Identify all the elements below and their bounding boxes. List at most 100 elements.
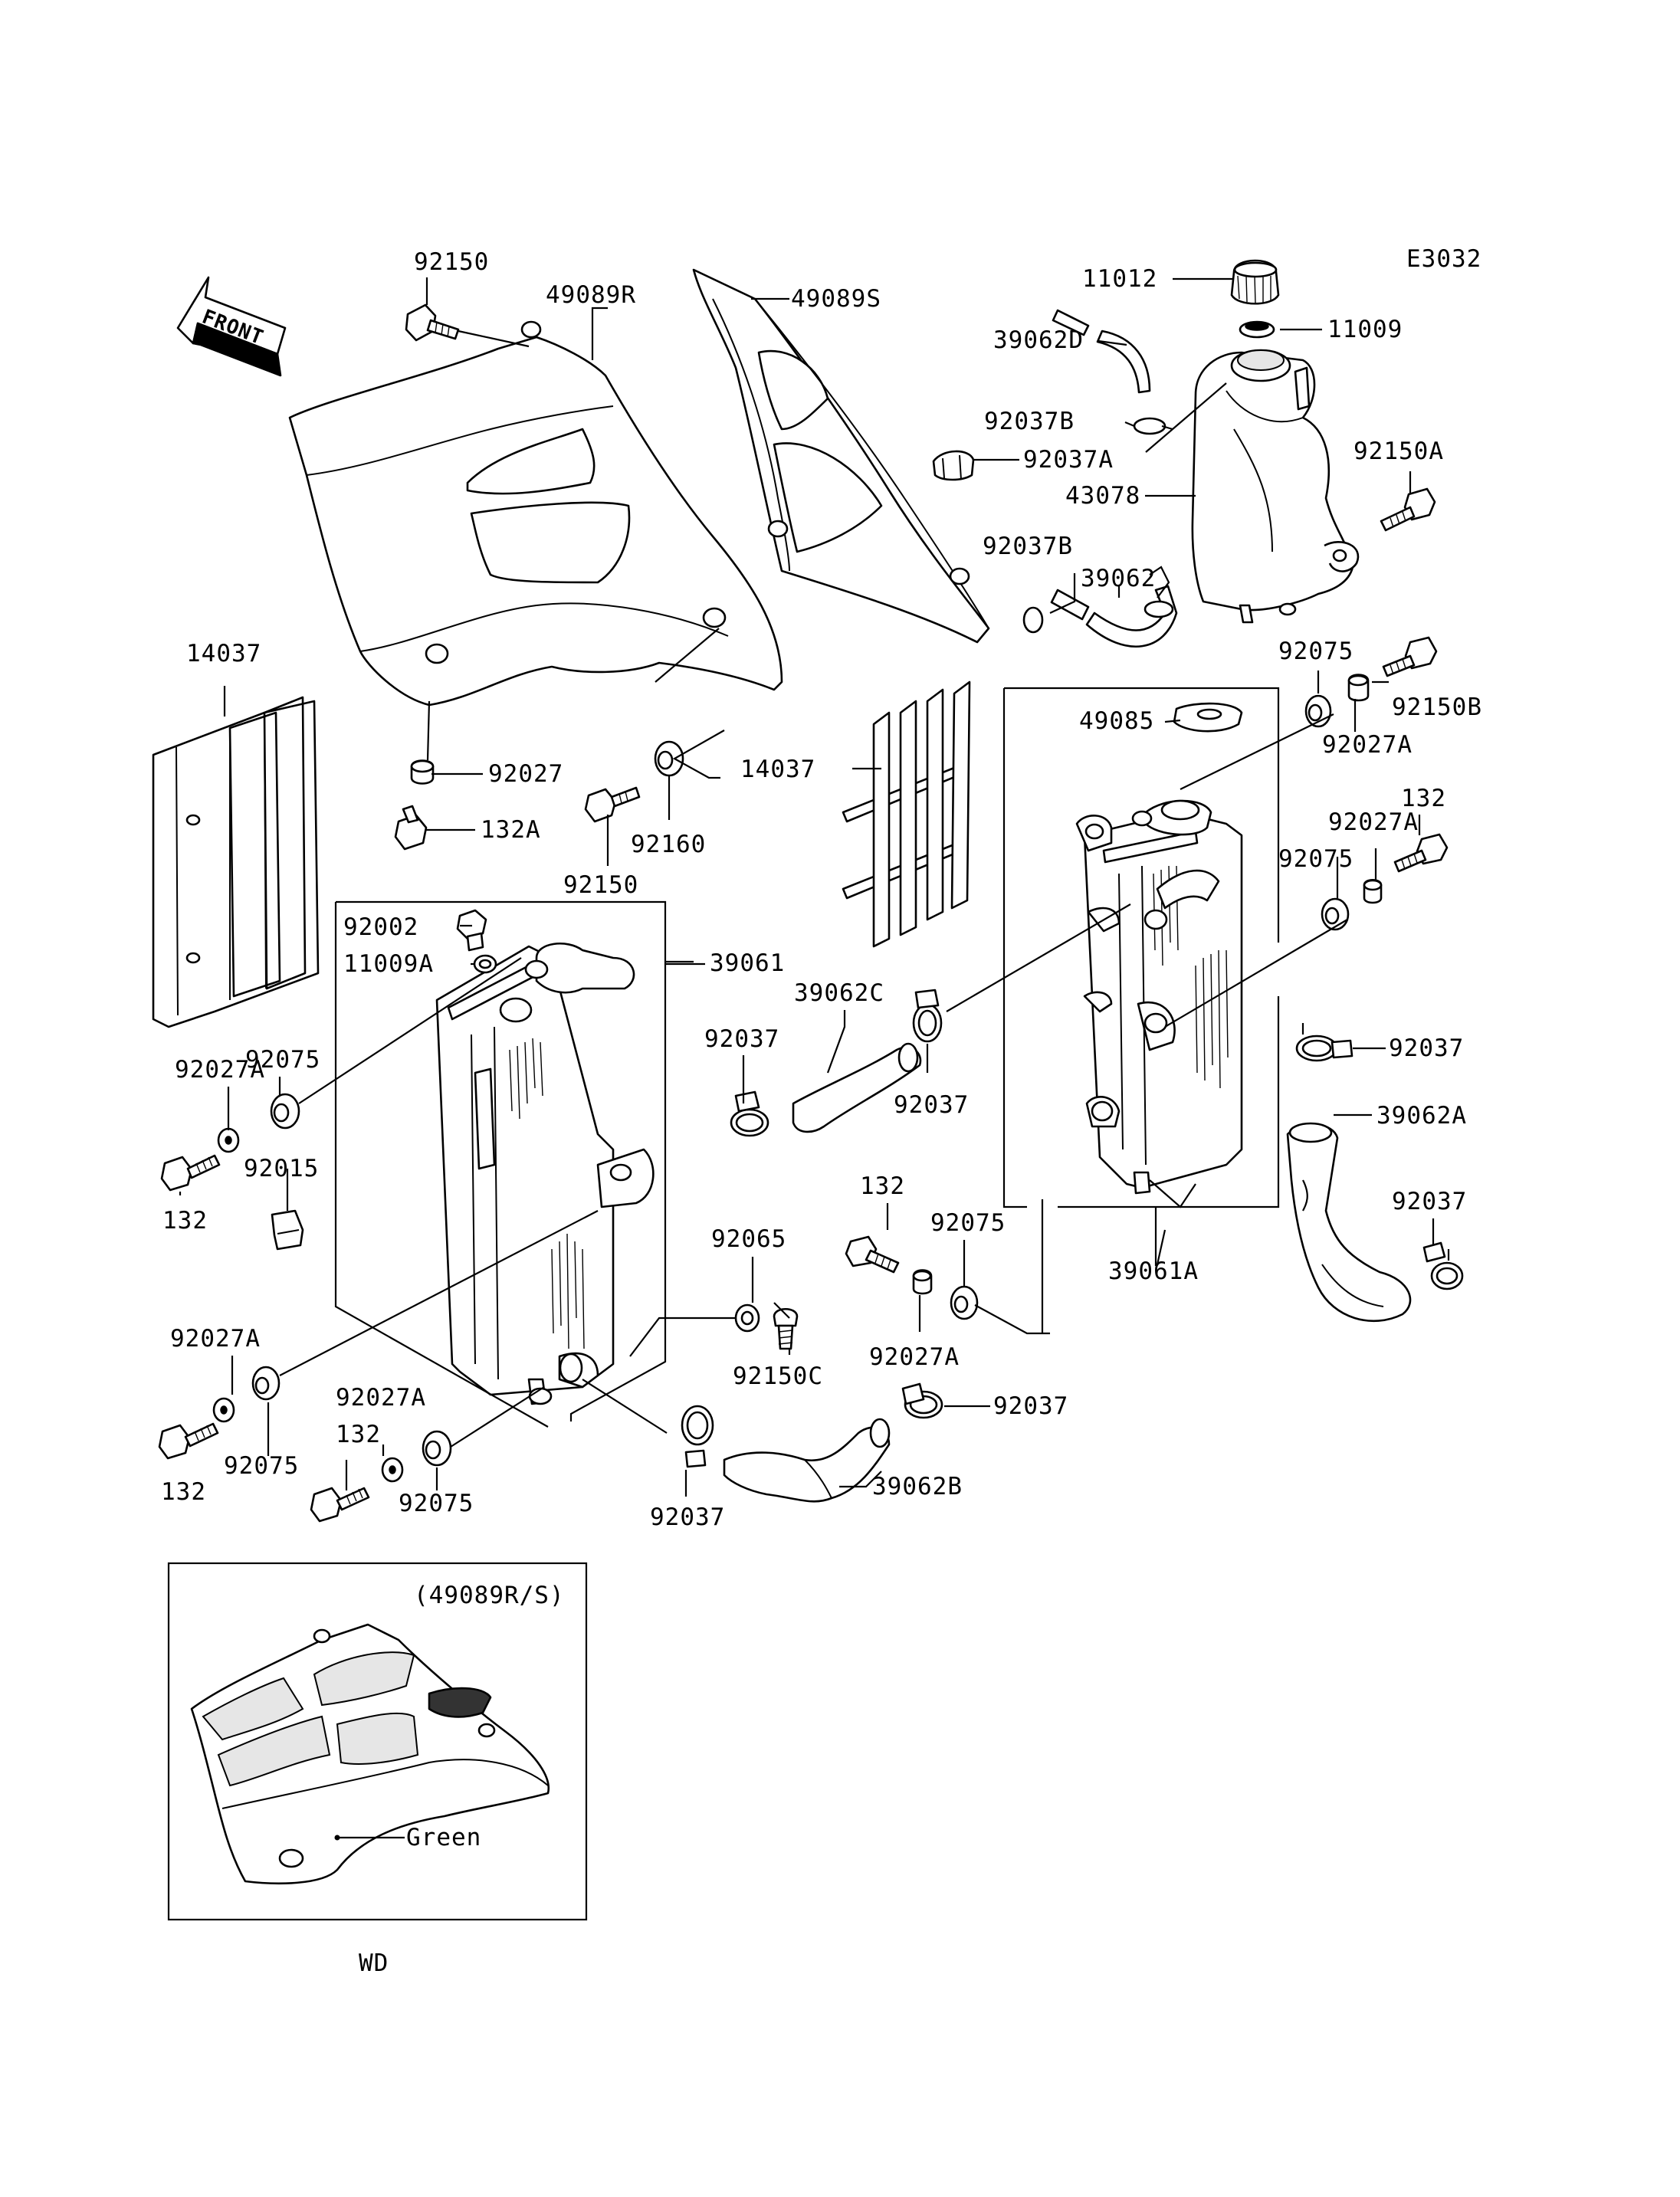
callout-132-left-low: 132	[161, 1478, 206, 1506]
callout-92027A-right-mid: 92027A	[1328, 808, 1419, 836]
bolt-92150-top	[405, 303, 460, 342]
callout-92037B-upper: 92037B	[984, 408, 1075, 435]
callout-49089R: 49089R	[546, 281, 636, 309]
clamp-92037-a	[730, 1090, 769, 1137]
callout-labels: 92150 49089R 49089S 11012 11009 39062D 9…	[161, 248, 1482, 1531]
radiator-left	[435, 942, 655, 1405]
clamp-92037-b	[912, 989, 943, 1043]
clamp-92037-e	[901, 1382, 943, 1419]
clamp-92037-f	[681, 1405, 714, 1468]
assembly-box-39061	[334, 900, 694, 1428]
callout-92037-d: 92037	[1392, 1188, 1467, 1215]
callout-92150-mid: 92150	[563, 871, 638, 899]
callout-92150B: 92150B	[1392, 694, 1482, 721]
callout-92037-b: 92037	[894, 1091, 969, 1119]
callout-39061: 39061	[710, 949, 785, 977]
pad-49085	[1173, 702, 1243, 733]
callout-92002: 92002	[343, 913, 418, 941]
callout-92075-right-mid: 92075	[1278, 845, 1354, 873]
radiator-hose-39062C	[792, 1042, 922, 1133]
callout-132-center: 132	[860, 1172, 905, 1200]
callout-92027: 92027	[488, 760, 563, 788]
leader-lines	[179, 277, 1450, 1497]
clip-92037B-upper	[1133, 417, 1173, 435]
callout-49089S: 49089S	[791, 285, 881, 313]
collar-92027A-center	[912, 1269, 933, 1295]
reservoir-cap	[1230, 259, 1280, 305]
bolt-132-bottom	[310, 1487, 370, 1523]
bolt-92002	[456, 909, 487, 952]
radiator-shroud-right	[692, 268, 990, 644]
collar-92027	[410, 759, 435, 785]
callout-92037A: 92037A	[1023, 446, 1114, 474]
bolt-92150A	[1380, 487, 1436, 532]
callout-92075-bottom: 92075	[399, 1490, 474, 1517]
bolt-92150C	[773, 1307, 799, 1350]
clip-92037A	[932, 450, 975, 481]
bolt-92150B	[1382, 636, 1438, 677]
grommet-92075-right-mid	[1321, 897, 1350, 931]
callout-92015: 92015	[244, 1155, 319, 1182]
radiator-shroud-left	[288, 320, 783, 707]
callout-132-right: 132	[1401, 785, 1446, 812]
washer-92065	[734, 1303, 760, 1333]
grommet-92075-left-mid	[270, 1093, 300, 1130]
callout-132-bottom: 132	[336, 1421, 381, 1448]
callout-92037-c: 92037	[1389, 1035, 1464, 1062]
bolt-92150-mid	[584, 786, 641, 823]
callout-11009: 11009	[1327, 316, 1403, 343]
callout-39062: 39062	[1081, 565, 1156, 592]
callout-43078: 43078	[1065, 482, 1140, 510]
callout-92075-top-right: 92075	[1278, 638, 1354, 665]
grommet-92160	[654, 740, 684, 777]
callout-92075-left-low: 92075	[224, 1452, 299, 1480]
callout-39062B: 39062B	[872, 1473, 963, 1500]
nut-92015	[271, 1209, 304, 1251]
collar-92027A-left-mid	[217, 1127, 240, 1153]
washer-11009A	[473, 954, 497, 974]
callout-92027A-left-mid: 92027A	[175, 1056, 265, 1084]
callout-92037-a: 92037	[704, 1025, 779, 1053]
callout-92075-center: 92075	[930, 1209, 1006, 1237]
grommet-92075-left-low	[251, 1366, 281, 1401]
callout-92065: 92065	[711, 1225, 786, 1253]
callout-92037-f: 92037	[650, 1503, 725, 1531]
front-direction-arrow: FRONT	[176, 276, 287, 377]
collar-92027A-right-mid	[1363, 878, 1383, 904]
callout-11012: 11012	[1082, 265, 1157, 293]
callout-92027A-left-low: 92027A	[170, 1325, 261, 1353]
callout-92027A-center: 92027A	[869, 1343, 960, 1371]
callout-39062D: 39062D	[993, 326, 1084, 354]
callout-39062A: 39062A	[1376, 1102, 1467, 1130]
grommet-92075-center	[950, 1285, 979, 1320]
bolt-132-left-low	[158, 1422, 219, 1460]
callout-39061A: 39061A	[1108, 1258, 1199, 1285]
radiator-hose-39062B	[723, 1418, 891, 1503]
callout-92027A-bottom: 92027A	[336, 1384, 426, 1412]
reservoir-tank	[1191, 349, 1360, 624]
callout-92027A-top-right: 92027A	[1322, 731, 1413, 759]
collar-92027A-left-low	[212, 1397, 235, 1423]
inset-frame	[167, 1562, 588, 1921]
callout-92037-e: 92037	[993, 1392, 1068, 1420]
callout-92150A: 92150A	[1354, 438, 1444, 465]
cap-gasket	[1239, 320, 1275, 339]
callout-132-left-mid: 132	[162, 1207, 208, 1235]
inset-shroud-variant: (49089R/S) Green WD	[167, 1562, 588, 1977]
radiator-guard-left	[152, 696, 320, 1028]
bolt-132-center	[845, 1235, 900, 1274]
bolt-132-left-mid	[160, 1154, 221, 1192]
collar-92027A-top-right	[1347, 674, 1370, 702]
callout-92160: 92160	[631, 831, 706, 858]
callout-92150C: 92150C	[733, 1362, 823, 1390]
callout-11009A: 11009A	[343, 950, 434, 978]
callout-49085: 49085	[1079, 707, 1154, 735]
callout-92037B-lower: 92037B	[983, 533, 1073, 560]
callout-39062C: 39062C	[794, 979, 884, 1007]
callout-132A: 132A	[481, 816, 541, 844]
inset-shroud-graphic	[190, 1623, 550, 1885]
diagram-code: E3032	[1406, 245, 1481, 273]
radiator-right	[1075, 799, 1243, 1195]
